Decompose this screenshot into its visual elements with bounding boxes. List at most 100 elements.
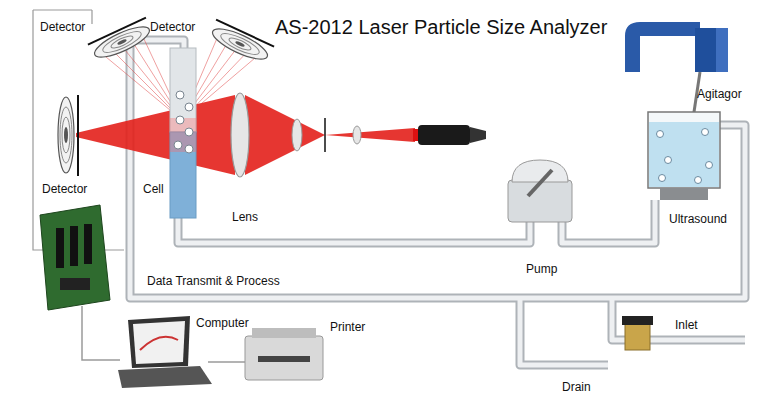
laser-source bbox=[418, 125, 470, 145]
part-label: Agitagor bbox=[697, 87, 742, 101]
laptop bbox=[118, 366, 212, 388]
pipes bbox=[130, 40, 745, 365]
part-label: Ultrasound bbox=[669, 212, 727, 226]
detector-top-right bbox=[235, 40, 245, 47]
wires bbox=[208, 361, 246, 363]
detector-top-right bbox=[228, 36, 253, 52]
detector-left bbox=[58, 95, 78, 176]
ultrasound-tank bbox=[706, 162, 713, 169]
pump bbox=[508, 160, 572, 222]
detector-top-left bbox=[91, 21, 153, 63]
agitator-motor bbox=[625, 22, 700, 72]
lenses bbox=[231, 93, 361, 177]
sample-cell bbox=[174, 91, 193, 153]
wires bbox=[82, 306, 120, 360]
sample-cell bbox=[185, 103, 193, 111]
pipes bbox=[562, 200, 655, 243]
part-label: Cell bbox=[143, 182, 164, 196]
detector-top-right bbox=[216, 20, 274, 47]
circuit-board bbox=[70, 226, 78, 266]
detector-top-left bbox=[100, 28, 143, 57]
detector-left bbox=[60, 107, 72, 163]
circuit-board bbox=[60, 278, 90, 290]
inlet-valve bbox=[622, 316, 653, 325]
detector-top-right bbox=[209, 23, 271, 65]
detector-frame bbox=[33, 9, 92, 10]
pipes bbox=[130, 40, 745, 365]
circuit-board bbox=[40, 205, 110, 310]
laser-source bbox=[470, 127, 486, 143]
ultrasound-tank bbox=[657, 129, 713, 184]
lenses bbox=[231, 93, 249, 177]
laptop bbox=[128, 316, 190, 368]
sample-cell bbox=[185, 128, 193, 136]
title: AS-2012 Laser Particle Size Analyzer bbox=[275, 15, 607, 39]
sample-cell bbox=[176, 91, 184, 99]
detector-top-left bbox=[110, 34, 135, 50]
circuit-board bbox=[40, 205, 110, 310]
ultrasound-tank bbox=[648, 112, 720, 200]
laptop bbox=[133, 321, 185, 364]
part-label: Pump bbox=[526, 262, 557, 276]
part-label: Printer bbox=[330, 320, 365, 334]
detector-top-right bbox=[218, 30, 261, 59]
printer bbox=[258, 356, 310, 362]
pipes bbox=[130, 40, 745, 365]
detector-left bbox=[77, 95, 79, 176]
part-label: Data Transmit & Process bbox=[147, 274, 280, 288]
circuit-board bbox=[84, 224, 92, 264]
laser-beam bbox=[245, 95, 325, 175]
ultrasound-tank bbox=[702, 129, 709, 136]
inlet-valve bbox=[622, 316, 653, 350]
part-label: Detector bbox=[42, 182, 87, 196]
part-label: Detector bbox=[150, 20, 195, 34]
ultrasound-tank bbox=[648, 112, 720, 188]
ultrasound-tank bbox=[665, 157, 672, 164]
laser-beam bbox=[325, 128, 415, 142]
detector-top-left bbox=[117, 38, 127, 45]
sample-cell bbox=[185, 145, 193, 153]
pump bbox=[512, 160, 568, 182]
detector-left bbox=[62, 117, 70, 153]
lenses bbox=[324, 118, 326, 152]
pipes bbox=[178, 216, 530, 243]
ultrasound-tank bbox=[649, 122, 719, 187]
pipes bbox=[520, 298, 608, 365]
part-label: Detector bbox=[40, 20, 85, 34]
ultrasound-tank bbox=[695, 177, 702, 184]
part-label: Inlet bbox=[675, 318, 698, 332]
detector-top-right bbox=[207, 20, 274, 66]
pipes bbox=[178, 216, 530, 243]
agitator-motor bbox=[695, 28, 728, 72]
pipes bbox=[562, 200, 655, 243]
laptop bbox=[140, 337, 178, 350]
sample-cell bbox=[174, 141, 182, 149]
laser-beam bbox=[76, 95, 235, 175]
detector-top-left bbox=[88, 18, 146, 45]
ultrasound-tank bbox=[659, 175, 666, 182]
part-label: Drain bbox=[562, 380, 591, 394]
detector-top-left bbox=[88, 18, 155, 64]
inlet-valve bbox=[625, 324, 650, 350]
agitator-motor bbox=[716, 28, 728, 72]
pipes bbox=[520, 298, 608, 365]
part-label: Lens bbox=[232, 210, 258, 224]
laser-source bbox=[413, 125, 486, 145]
pump bbox=[508, 180, 572, 222]
part-label: Computer bbox=[196, 316, 249, 330]
ultrasound-tank bbox=[657, 131, 664, 138]
pump bbox=[528, 170, 552, 196]
lenses bbox=[292, 119, 302, 151]
ultrasound-tank bbox=[660, 188, 708, 200]
detector-frame bbox=[91, 10, 92, 24]
sample-cell bbox=[170, 48, 196, 218]
circuit-board bbox=[56, 228, 64, 268]
detector-left bbox=[58, 97, 74, 173]
sample-cell bbox=[176, 116, 184, 124]
lenses bbox=[353, 126, 361, 144]
detector-left bbox=[64, 127, 68, 143]
printer bbox=[245, 336, 323, 380]
printer bbox=[245, 328, 323, 380]
